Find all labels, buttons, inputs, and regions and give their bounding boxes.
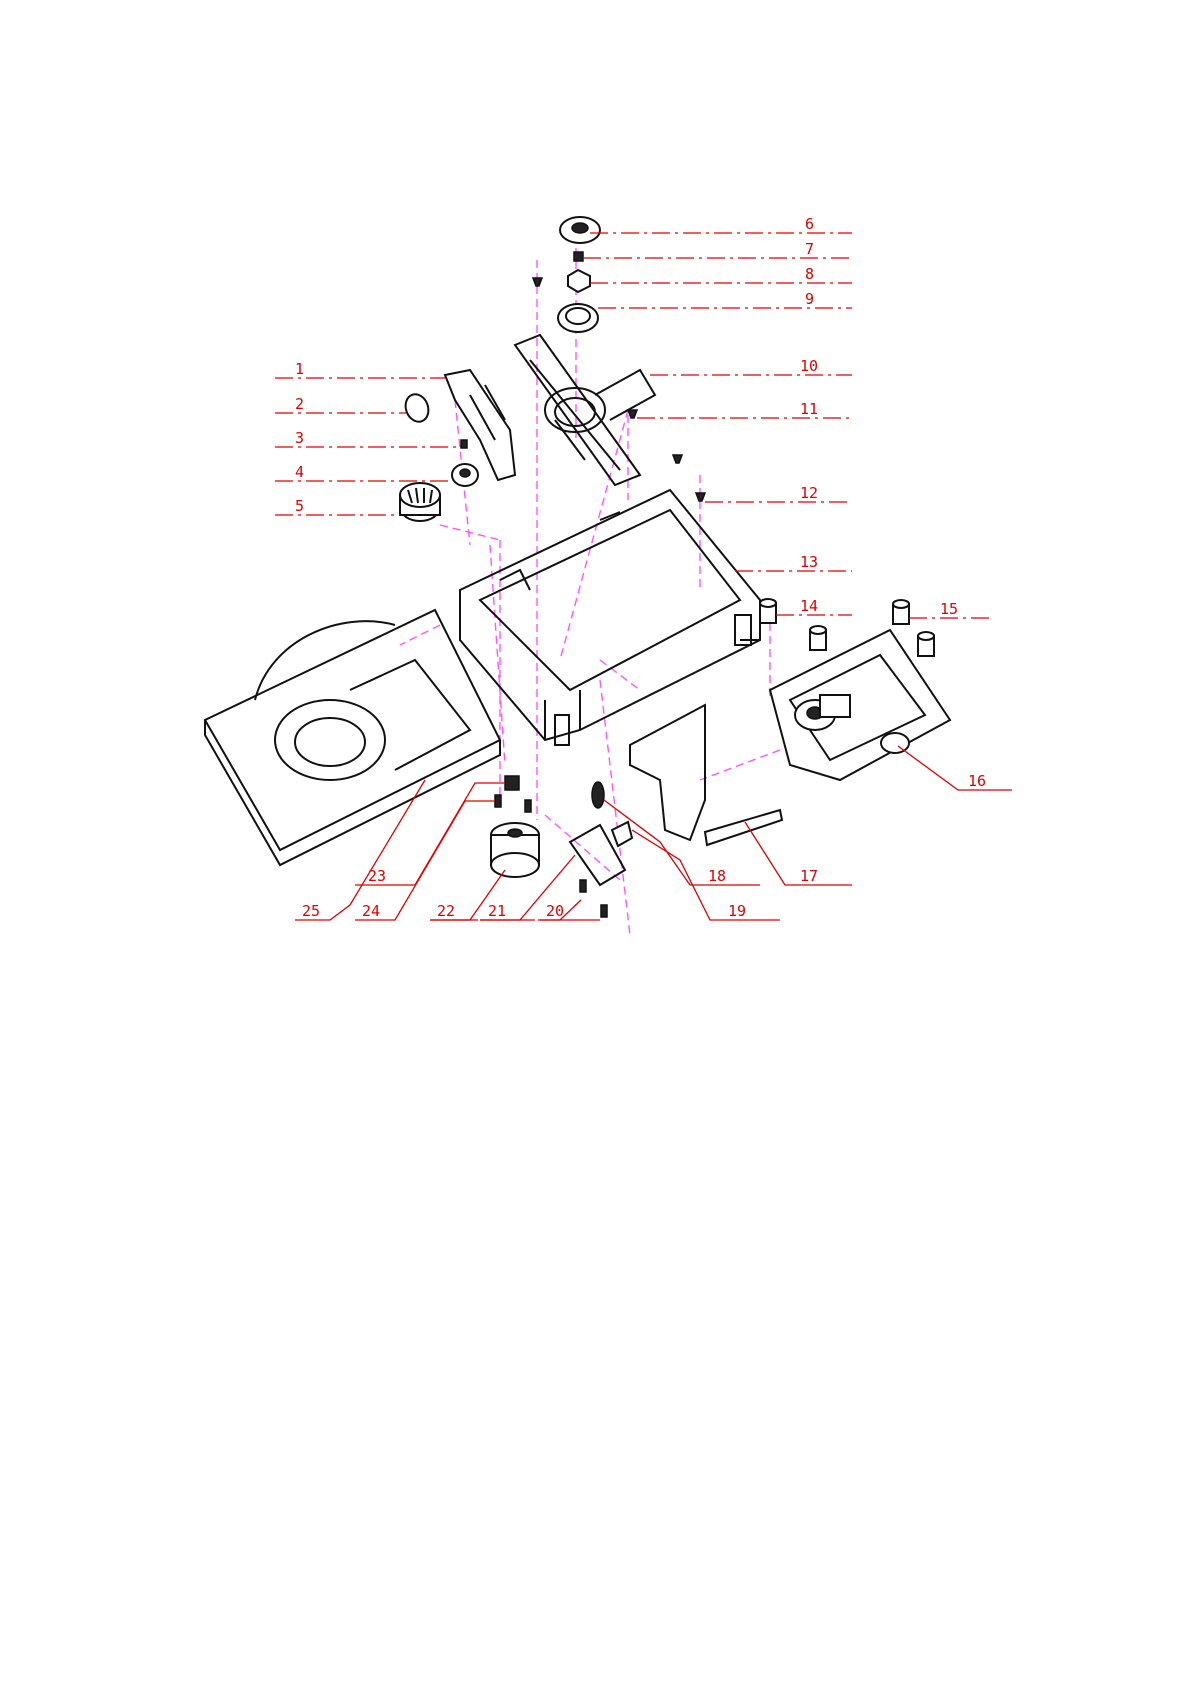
part-label: 11 [800, 400, 818, 418]
part-label: 17 [800, 867, 818, 885]
part-label: 19 [728, 902, 746, 920]
part-label: 10 [800, 357, 818, 375]
part-label: 15 [940, 600, 958, 618]
part-label: 6 [805, 215, 814, 233]
part-label: 8 [805, 265, 814, 283]
part-label: 24 [362, 902, 380, 920]
part-label: 18 [708, 867, 726, 885]
part-label: 3 [295, 429, 304, 447]
part-labels: 1 2 3 4 5 6 7 8 9 10 11 12 13 14 15 16 1… [295, 215, 986, 920]
part-label: 13 [800, 553, 818, 571]
part-label: 4 [295, 463, 304, 481]
damper-group [760, 599, 934, 656]
leader-lines [275, 233, 1012, 920]
part-label: 16 [968, 772, 986, 790]
part-label: 12 [800, 484, 818, 502]
part-label: 25 [302, 902, 320, 920]
part-label: 23 [368, 867, 386, 885]
part-label: 1 [295, 360, 304, 378]
part-label: 9 [805, 290, 814, 308]
parts-drawing [205, 217, 950, 917]
part-label: 20 [546, 902, 564, 920]
part-label: 22 [437, 902, 455, 920]
part-label: 21 [488, 902, 506, 920]
part-label: 7 [805, 240, 814, 258]
part-label: 2 [295, 395, 304, 413]
part-label: 5 [295, 497, 304, 515]
part-label: 14 [800, 597, 818, 615]
